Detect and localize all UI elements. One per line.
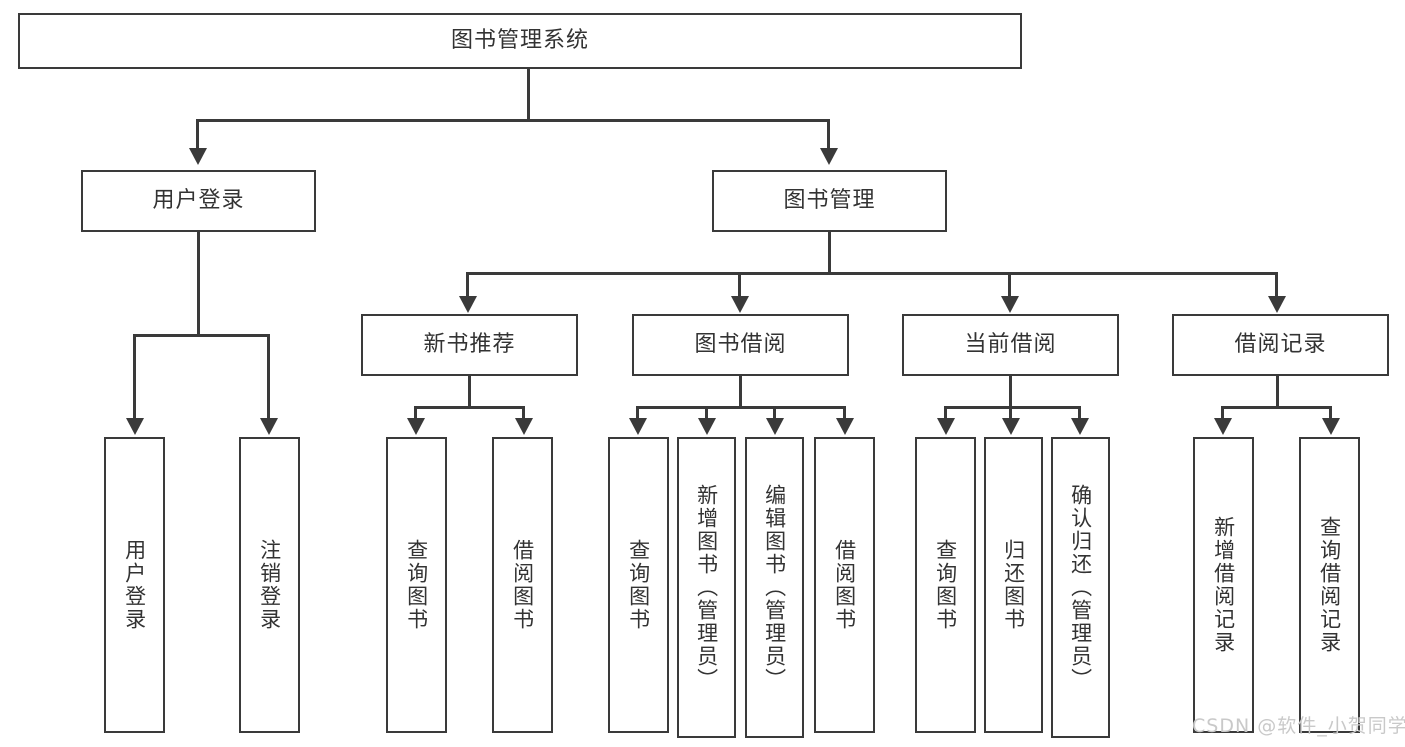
edge-book-borrow-stem	[739, 376, 742, 408]
arrow-book-manage-to-record	[1268, 296, 1286, 313]
edge-book-manage-stem	[828, 232, 831, 274]
node-label: 借阅图书	[510, 539, 535, 631]
leaf-current-borrow-confirm-admin[interactable]: 确认归还（管理员）	[1051, 437, 1110, 738]
edge-book-borrow-to-leaf-2	[705, 406, 708, 420]
arrow-user-login-to-leaf-1	[126, 418, 144, 435]
arrow-root-to-user-login	[189, 148, 207, 165]
node-label: 查询图书	[626, 539, 651, 631]
edge-current-borrow-to-leaf-3	[1078, 406, 1081, 420]
leaf-book-borrow-query[interactable]: 查询图书	[608, 437, 669, 733]
edge-book-borrow-to-leaf-1	[636, 406, 639, 420]
node-label: 注销登录	[257, 539, 282, 631]
leaf-book-borrow-borrow[interactable]: 借阅图书	[814, 437, 875, 733]
edge-user-login-stem	[197, 232, 200, 336]
leaf-book-borrow-edit-admin[interactable]: 编辑图书（管理员）	[745, 437, 804, 738]
leaf-current-borrow-return[interactable]: 归还图书	[984, 437, 1043, 733]
arrow-book-manage-to-new-book	[459, 296, 477, 313]
node-label: 确认归还（管理员）	[1068, 484, 1093, 691]
edge-book-borrow-to-leaf-4	[843, 406, 846, 420]
leaf-book-borrow-add-admin[interactable]: 新增图书（管理员）	[677, 437, 736, 738]
node-label: 查询借阅记录	[1317, 516, 1342, 654]
node-label: 图书借阅	[694, 331, 787, 357]
node-label: 新增借阅记录	[1211, 516, 1236, 654]
leaf-new-book-query[interactable]: 查询图书	[386, 437, 447, 733]
node-label: 新书推荐	[423, 331, 516, 357]
node-label: 用户登录	[122, 539, 147, 631]
leaf-user-login-logout[interactable]: 注销登录	[239, 437, 300, 733]
leaf-user-login-login[interactable]: 用户登录	[104, 437, 165, 733]
node-borrow-record[interactable]: 借阅记录	[1172, 314, 1389, 376]
leaf-current-borrow-query[interactable]: 查询图书	[915, 437, 976, 733]
edge-current-borrow-to-leaf-1	[944, 406, 947, 420]
edge-book-borrow-bus	[636, 406, 846, 409]
node-label: 用户登录	[152, 187, 245, 213]
node-current-borrow[interactable]: 当前借阅	[902, 314, 1119, 376]
edge-user-login-to-leaf-2	[267, 334, 270, 420]
edge-root-to-book-manage	[827, 119, 830, 150]
arrow-current-borrow-to-leaf-3	[1071, 418, 1089, 435]
node-label: 编辑图书（管理员）	[762, 484, 787, 691]
edge-new-book-bus	[414, 406, 525, 409]
node-label: 新增图书（管理员）	[694, 484, 719, 691]
edge-book-manage-bus	[466, 272, 1278, 275]
leaf-borrow-record-query[interactable]: 查询借阅记录	[1299, 437, 1360, 733]
edge-book-manage-to-borrow	[738, 272, 741, 298]
edge-current-borrow-to-leaf-2	[1009, 406, 1012, 420]
edge-current-borrow-bus	[944, 406, 1081, 409]
arrow-borrow-record-to-leaf-1	[1214, 418, 1232, 435]
edge-borrow-record-to-leaf-1	[1221, 406, 1224, 420]
arrow-book-manage-to-borrow	[731, 296, 749, 313]
leaf-borrow-record-add[interactable]: 新增借阅记录	[1193, 437, 1254, 733]
node-book-borrow[interactable]: 图书借阅	[632, 314, 849, 376]
arrow-new-book-to-leaf-1	[407, 418, 425, 435]
edge-book-borrow-to-leaf-3	[773, 406, 776, 420]
edge-new-book-to-leaf-1	[414, 406, 417, 420]
edge-root-to-user-login	[196, 119, 199, 150]
arrow-borrow-record-to-leaf-2	[1322, 418, 1340, 435]
arrow-book-borrow-to-leaf-4	[836, 418, 854, 435]
arrow-root-to-book-manage	[820, 148, 838, 165]
node-label: 归还图书	[1001, 539, 1026, 631]
edge-new-book-stem	[468, 376, 471, 408]
arrow-user-login-to-leaf-2	[260, 418, 278, 435]
edge-new-book-to-leaf-2	[522, 406, 525, 420]
node-book-manage[interactable]: 图书管理	[712, 170, 947, 232]
node-label: 借阅记录	[1234, 331, 1327, 357]
edge-root-stem	[527, 69, 530, 121]
arrow-book-borrow-to-leaf-3	[766, 418, 784, 435]
edge-borrow-record-to-leaf-2	[1329, 406, 1332, 420]
node-label: 查询图书	[933, 539, 958, 631]
node-user-login[interactable]: 用户登录	[81, 170, 316, 232]
edge-root-bus	[196, 119, 830, 122]
node-label: 图书管理系统	[450, 27, 589, 53]
edge-book-manage-to-new-book	[466, 272, 469, 298]
arrow-current-borrow-to-leaf-2	[1002, 418, 1020, 435]
node-label: 查询图书	[404, 539, 429, 631]
csdn-watermark: CSDN @软件_小贺同学	[1192, 715, 1405, 737]
node-root-library-system[interactable]: 图书管理系统	[18, 13, 1022, 69]
edge-borrow-record-bus	[1221, 406, 1332, 409]
edge-user-login-to-leaf-1	[133, 334, 136, 420]
node-new-book-recommend[interactable]: 新书推荐	[361, 314, 578, 376]
node-label: 借阅图书	[832, 539, 857, 631]
edge-user-login-bus	[133, 334, 270, 337]
arrow-current-borrow-to-leaf-1	[937, 418, 955, 435]
node-label: 当前借阅	[964, 331, 1057, 357]
edge-borrow-record-stem	[1276, 376, 1279, 408]
leaf-new-book-borrow[interactable]: 借阅图书	[492, 437, 553, 733]
arrow-book-manage-to-current	[1001, 296, 1019, 313]
edge-current-borrow-stem	[1009, 376, 1012, 408]
edge-book-manage-to-record	[1275, 272, 1278, 298]
node-label: 图书管理	[783, 187, 876, 213]
arrow-book-borrow-to-leaf-1	[629, 418, 647, 435]
arrow-new-book-to-leaf-2	[515, 418, 533, 435]
edge-book-manage-to-current	[1008, 272, 1011, 298]
arrow-book-borrow-to-leaf-2	[698, 418, 716, 435]
